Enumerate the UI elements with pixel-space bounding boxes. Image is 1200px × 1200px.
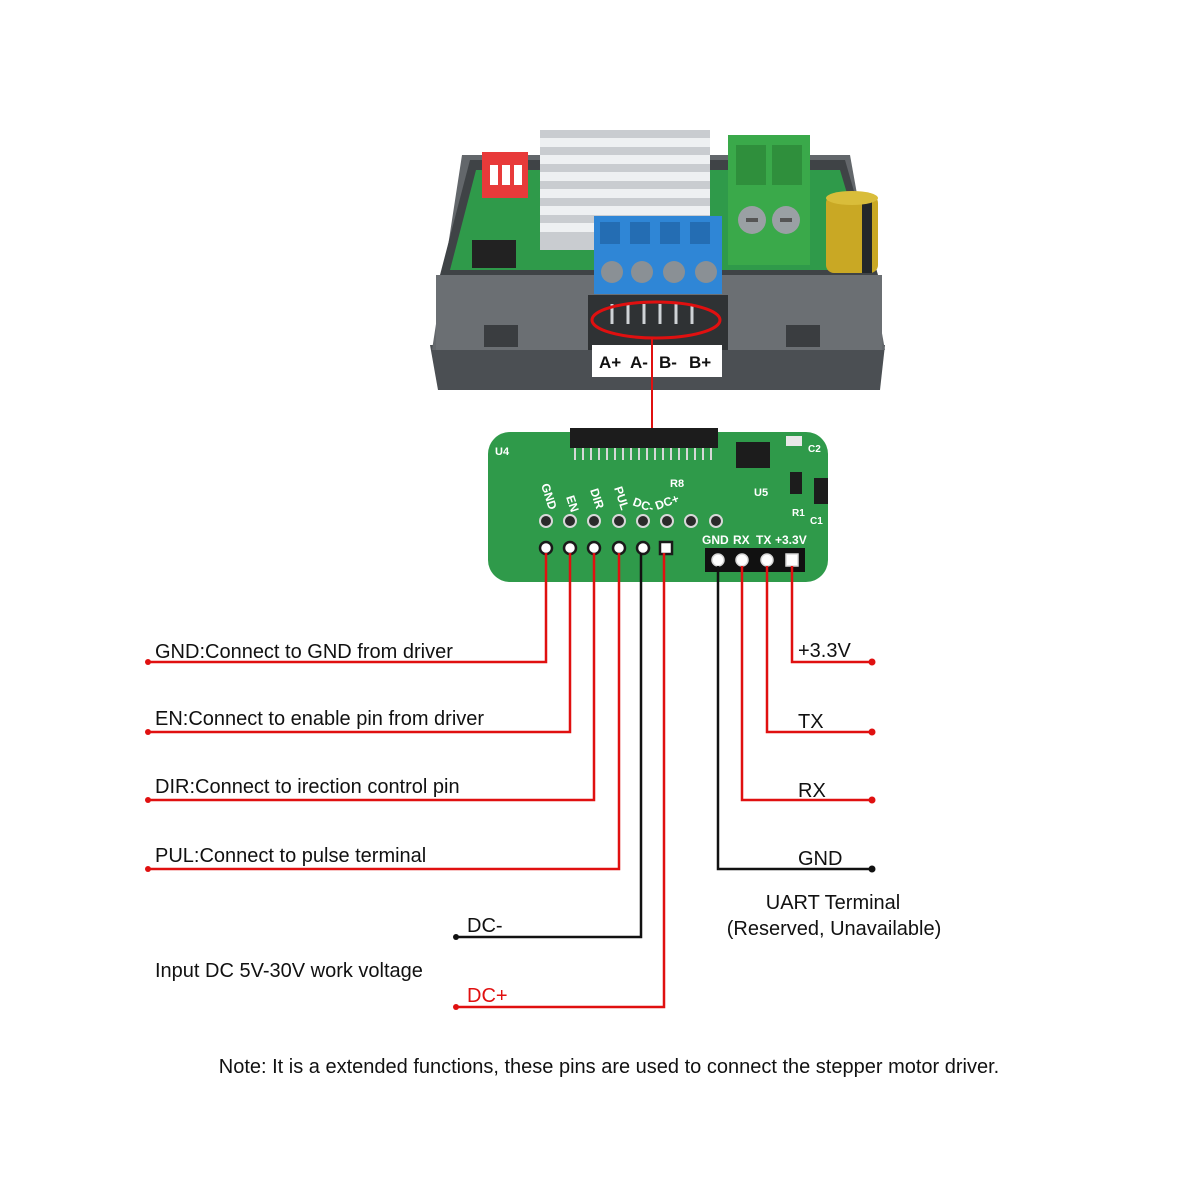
pcb-pad-row-upper [539, 514, 723, 528]
label-pul-pin: PUL:Connect to pulse terminal [155, 845, 426, 867]
wire-uart-3v3 [790, 566, 872, 664]
pcb-marking-c1: C1 [810, 516, 823, 527]
pcb-uart-label-3v3: +3.3V [775, 533, 807, 547]
pcb-label-en: EN [563, 494, 581, 514]
pin-highlight-ring [590, 300, 722, 340]
pcb-uart-label-tx: TX [756, 533, 771, 547]
label-dc-minus: DC- [467, 915, 503, 937]
smd-part [814, 478, 828, 504]
label-input-voltage: Input DC 5V-30V work voltage [155, 960, 423, 982]
wires-left [148, 553, 666, 1009]
pin-header-inner [610, 304, 694, 324]
label-dc-plus: DC+ [467, 985, 508, 1007]
pcb-marking-c2: C2 [808, 444, 821, 455]
wire-uart-gnd [716, 566, 872, 871]
pcb-uart-label-rx: RX [733, 533, 750, 547]
pcb-uart-label-gnd: GND [702, 533, 729, 547]
wire-endpoints-left [145, 659, 459, 1010]
wire-gnd [148, 553, 548, 664]
case-slot-left [484, 325, 518, 347]
smd-part [790, 472, 802, 494]
wire-endpoints-right [868, 658, 876, 873]
pcb-label-dir: DIR [587, 487, 607, 511]
pcb-marking-u5: U5 [754, 487, 768, 499]
capacitor [826, 191, 878, 273]
regulator-chip [736, 442, 770, 468]
driver-module: A+ A- B- B+ [430, 130, 885, 390]
wire-dc-minus [456, 553, 643, 939]
terminal-label-a-plus: A+ [599, 353, 621, 372]
label-gnd-pin: GND:Connect to GND from driver [155, 641, 453, 663]
footnote: Note: It is a extended functions, these … [219, 1056, 999, 1078]
label-uart-gnd: GND [798, 848, 842, 870]
label-uart-title: UART Terminal [766, 892, 901, 914]
wire-dc-plus [456, 553, 666, 1009]
terminal-label-plate [592, 345, 722, 377]
terminal-label-b-plus: B+ [689, 353, 711, 372]
label-dir-pin: DIR:Connect to irection control pin [155, 776, 460, 798]
label-uart-3v3: +3.3V [798, 640, 851, 662]
label-uart-rx: RX [798, 780, 826, 802]
terminal-label-a-minus: A- [630, 353, 648, 372]
ic-pins [574, 448, 712, 460]
power-terminal-green [728, 135, 810, 265]
wire-uart-tx [765, 566, 872, 734]
chip [472, 240, 516, 268]
label-uart-subtitle: (Reserved, Unavailable) [727, 918, 942, 940]
dip-switch-lever [502, 165, 510, 185]
label-uart-tx: TX [798, 711, 824, 733]
dip-switch-lever [490, 165, 498, 185]
pcb-label-dc-minus: DC- [631, 495, 656, 515]
wire-pul [148, 553, 621, 871]
label-en-pin: EN:Connect to enable pin from driver [155, 708, 484, 730]
ic-chip [570, 428, 718, 448]
wire-dir [148, 553, 596, 802]
motor-terminal-blue [594, 216, 722, 294]
case-slot-right [786, 325, 820, 347]
wire-en [148, 553, 572, 734]
pcb-pad-row-lower [538, 540, 674, 556]
pcb-marking-r8: R8 [670, 478, 684, 490]
wire-uart-rx [740, 566, 872, 802]
smd-part [786, 436, 802, 446]
pcb-marking-r1: R1 [792, 508, 805, 519]
pcb-closeup: U4 U5 R8 R1 C1 C2 GND EN DIR PUL DC- DC+… [488, 428, 828, 582]
pcb-marking-u4: U4 [495, 446, 510, 458]
terminal-label-b-minus: B- [659, 353, 677, 372]
wires-right [716, 566, 872, 871]
dip-switch-lever [514, 165, 522, 185]
